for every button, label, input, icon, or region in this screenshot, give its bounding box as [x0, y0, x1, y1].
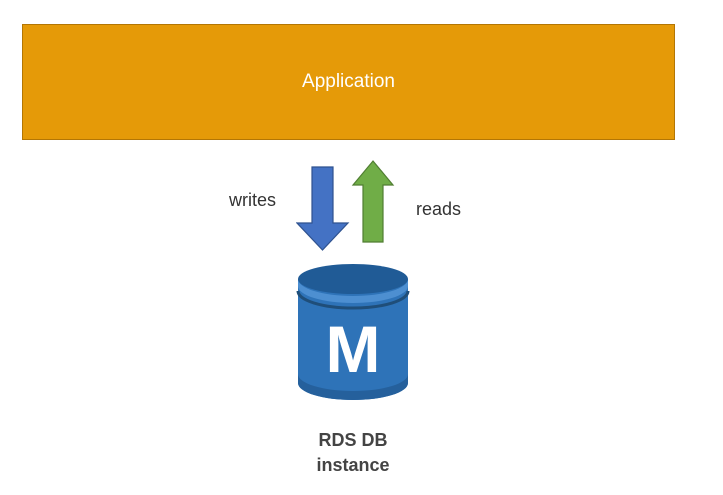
db-instance-label: RDS DB instance: [253, 428, 453, 478]
db-label-line2: instance: [316, 455, 390, 475]
rds-database-icon: M: [296, 264, 410, 400]
reads-arrow-icon: [351, 160, 395, 243]
application-box: Application: [22, 24, 675, 140]
application-label: Application: [302, 71, 395, 92]
db-icon-letter: M: [326, 312, 381, 386]
db-label-line1: RDS DB: [318, 430, 388, 450]
writes-label: writes: [229, 190, 277, 210]
reads-label: reads: [416, 199, 462, 219]
writes-arrow-icon: [296, 166, 350, 251]
